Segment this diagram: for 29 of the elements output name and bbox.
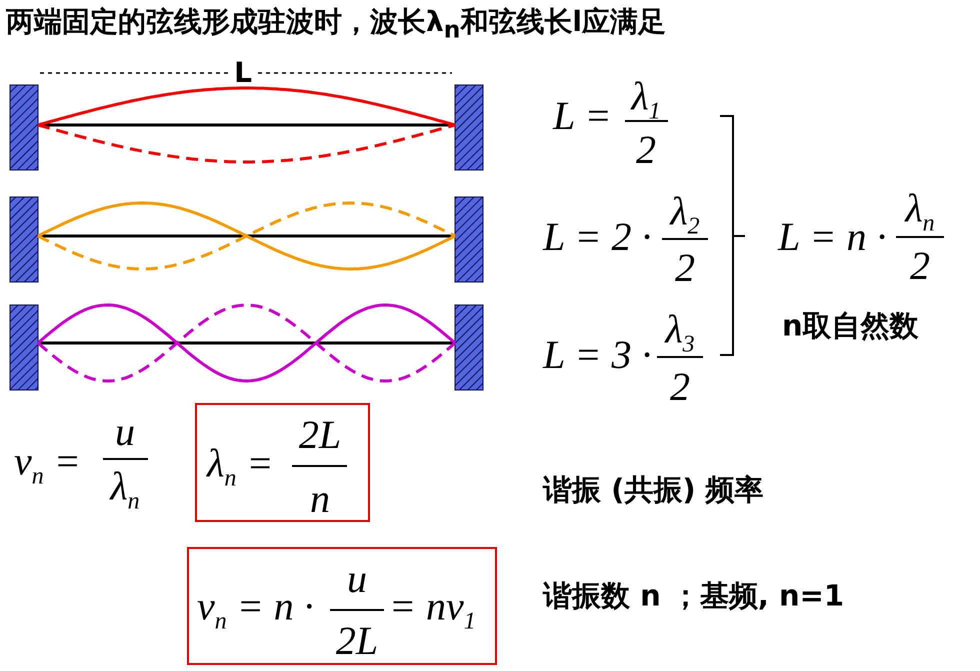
formula-text: L = [553,96,612,136]
denominator: 2 [675,248,695,288]
denominator: 2 [636,130,656,170]
denominator: 2 [910,246,930,286]
numerator: λ$_{n}$ [905,188,935,236]
formula-text: L = n · [778,217,887,257]
formula-box [195,403,370,522]
numerator: λ$_{3}$ [665,310,695,356]
denominator: λ$_{n}$ [110,466,140,514]
dimension-label: L [234,59,252,87]
numerator: u [347,559,367,599]
formula-text: L = 2 · [543,217,652,257]
title: 两端固定的弦线形成驻波时，波长λ$_{n}$和弦线长l应满足 [6,8,666,42]
formula-text: ν$_{n}$ = n · [197,586,314,634]
note-text: 谐振数 n ；基频, n=1 [543,582,844,610]
numerator: 2L [298,415,342,455]
formula-box [187,547,497,665]
formula-text: λ$_{n}$ = [207,444,274,490]
numerator: λ$_{1}$ [631,76,661,124]
formula-text: ν$_{n}$ = [14,442,81,488]
note-text: n取自然数 [782,312,919,340]
denominator: 2 [670,367,690,407]
formula-text: = nν$_{1}$ [389,586,476,634]
numerator: λ$_{2}$ [670,192,700,238]
formula-text: L = 3 · [543,335,652,375]
denominator: n [310,479,330,519]
note-text: 谐振 (共振) 频率 [543,476,764,504]
numerator: u [115,412,135,452]
denominator: 2L [336,621,378,661]
